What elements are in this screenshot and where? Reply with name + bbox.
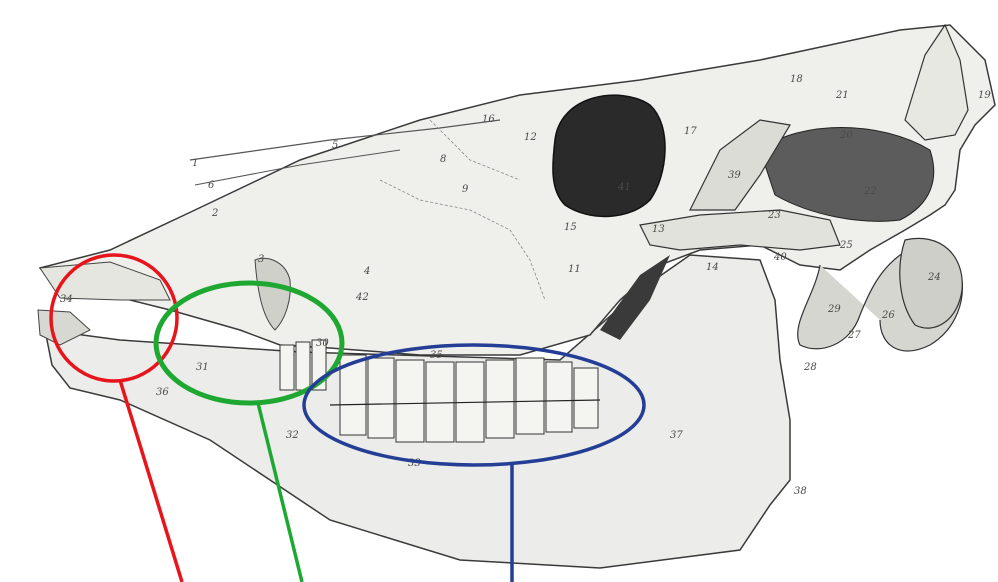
label-11: 11: [568, 264, 581, 275]
label-37: 37: [670, 430, 683, 441]
label-32: 32: [286, 430, 299, 441]
label-38: 38: [794, 486, 807, 497]
tooth: [546, 362, 572, 432]
label-35: 35: [430, 350, 443, 361]
label-22: 22: [863, 186, 877, 197]
label-8: 8: [440, 154, 446, 165]
label-21: 21: [835, 90, 849, 101]
label-2: 2: [211, 208, 218, 219]
label-24: 24: [927, 272, 941, 283]
tooth: [426, 362, 454, 442]
label-15: 15: [564, 222, 577, 233]
label-17: 17: [684, 126, 697, 137]
label-27: 27: [847, 330, 861, 341]
label-6: 6: [208, 180, 215, 191]
label-25: 25: [839, 240, 853, 251]
label-42: 42: [355, 292, 369, 303]
tooth: [486, 360, 514, 438]
label-4: 4: [363, 266, 370, 277]
tooth: [516, 358, 544, 434]
tooth: [396, 360, 424, 442]
label-12: 12: [524, 132, 537, 143]
label-34: 34: [60, 294, 73, 305]
label-30: 30: [316, 338, 329, 349]
label-40: 40: [773, 252, 787, 263]
orbit: [553, 95, 665, 216]
label-36: 36: [156, 387, 169, 398]
tooth: [368, 358, 394, 438]
label-14: 14: [706, 262, 719, 273]
tooth: [296, 342, 310, 390]
label-31: 31: [196, 362, 209, 373]
label-26: 26: [881, 310, 895, 321]
tooth: [280, 345, 294, 390]
label-9: 9: [462, 184, 469, 195]
label-39: 39: [728, 170, 741, 181]
label-29: 29: [827, 304, 841, 315]
label-19: 19: [978, 90, 991, 101]
label-13: 13: [652, 224, 665, 235]
label-16: 16: [482, 114, 495, 125]
label-20: 20: [839, 130, 853, 141]
label-18: 18: [790, 74, 803, 85]
label-3: 3: [258, 254, 264, 265]
label-1: 1: [192, 158, 198, 169]
label-28: 28: [803, 362, 817, 373]
tooth: [574, 368, 598, 428]
label-5: 5: [332, 140, 338, 151]
label-23: 23: [767, 210, 781, 221]
label-41: 41: [617, 182, 631, 193]
